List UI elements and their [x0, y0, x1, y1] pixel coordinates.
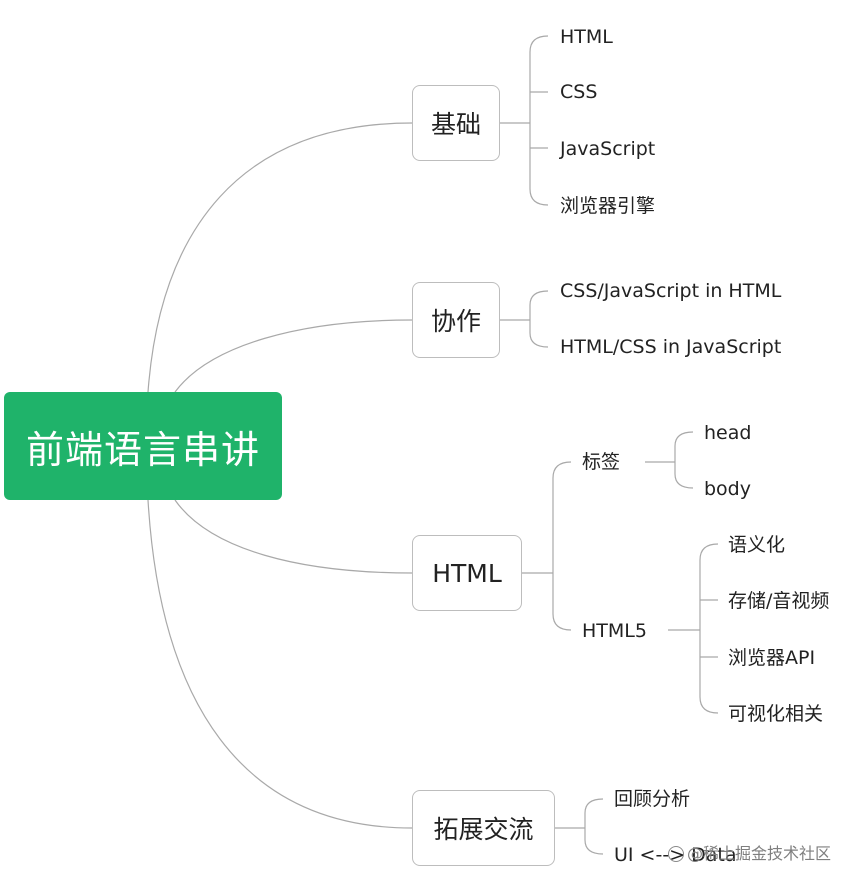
link-basics-bracket: [529, 35, 549, 206]
leaf-css-js-in-html[interactable]: CSS/JavaScript in HTML: [560, 280, 782, 302]
leaf-semantics[interactable]: 语义化: [728, 534, 786, 556]
leaf-html[interactable]: HTML: [560, 26, 613, 48]
link-root-extend: [147, 499, 413, 829]
subbranch-tags[interactable]: 标签: [582, 451, 621, 473]
watermark-text: @稀土掘金技术社区: [687, 844, 832, 863]
link-collab-bracket: [529, 290, 549, 348]
link-html5-bracket: [699, 543, 719, 714]
branch-html[interactable]: HTML: [412, 535, 522, 611]
root-node[interactable]: 前端语言串讲: [4, 392, 282, 500]
leaf-browser-engine[interactable]: 浏览器引擎: [560, 195, 656, 217]
link-html-bracket: [552, 461, 572, 631]
link-root-collab: [174, 319, 413, 393]
link-tags-bracket: [674, 431, 694, 489]
leaf-css[interactable]: CSS: [560, 81, 598, 103]
leaf-head[interactable]: head: [704, 422, 752, 444]
leaf-browser-api[interactable]: 浏览器API: [728, 647, 816, 669]
link-extend-bracket: [584, 798, 604, 855]
leaf-review[interactable]: 回顾分析: [614, 788, 691, 810]
subbranch-html5[interactable]: HTML5: [582, 620, 647, 642]
leaf-storage-media[interactable]: 存储/音视频: [728, 590, 830, 612]
leaf-visualization[interactable]: 可视化相关: [728, 703, 824, 725]
leaf-body[interactable]: body: [704, 478, 751, 500]
watermark: @稀土掘金技术社区: [668, 843, 831, 865]
branch-extend[interactable]: 拓展交流: [412, 790, 555, 866]
branch-collab[interactable]: 协作: [412, 282, 500, 358]
link-root-basics: [147, 122, 413, 393]
link-root-html: [174, 499, 413, 574]
leaf-javascript[interactable]: JavaScript: [560, 138, 656, 160]
leaf-html-css-in-js[interactable]: HTML/CSS in JavaScript: [560, 336, 782, 358]
community-logo-icon: [668, 846, 684, 862]
branch-basics[interactable]: 基础: [412, 85, 500, 161]
